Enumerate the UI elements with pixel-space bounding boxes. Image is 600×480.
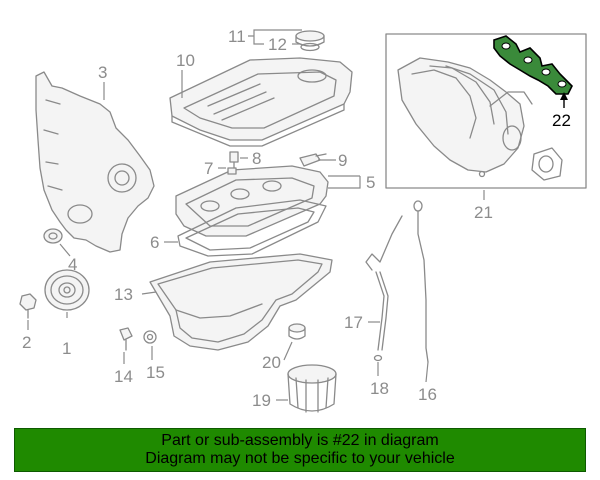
callout-2: 2: [22, 333, 31, 352]
callout-1: 1: [62, 339, 71, 358]
intake-manifold-box: [385, 33, 587, 189]
callout-15: 15: [146, 363, 165, 382]
callout-4: 4: [68, 255, 77, 274]
oil-filter-union-part[interactable]: [288, 323, 306, 340]
dipstick-part[interactable]: [413, 200, 429, 363]
seal-washer-part[interactable]: [229, 151, 239, 169]
callout-19: 19: [252, 391, 271, 410]
callout-18: 18: [370, 379, 389, 398]
intake-manifold-gasket-part[interactable]: [493, 35, 573, 95]
notice-line-part-number: Part or sub-assembly is #22 in diagram: [161, 432, 439, 449]
callout-11: 11: [228, 27, 246, 46]
callout-21: 21: [474, 203, 493, 222]
callout-10: 10: [176, 51, 195, 70]
dipstick-guide-part[interactable]: [365, 215, 403, 351]
drain-plug-part[interactable]: [119, 327, 133, 351]
cover-bolt-part[interactable]: [227, 167, 237, 175]
valve-cover-gasket-part[interactable]: [177, 199, 327, 257]
callout-9: 9: [338, 151, 347, 170]
callout-13: 13: [114, 285, 133, 304]
callout-17: 17: [344, 313, 363, 332]
leader-lines: [27, 29, 568, 401]
notice-banner: Part or sub-assembly is #22 in diagram D…: [14, 428, 586, 472]
engine-cover-part[interactable]: [169, 57, 353, 147]
oil-pan-part[interactable]: [149, 253, 333, 351]
callout-22-highlighted: 22: [552, 111, 571, 130]
callout-8: 8: [252, 149, 261, 168]
notice-line-disclaimer: Diagram may not be specific to your vehi…: [145, 450, 455, 467]
guide-o-ring-part[interactable]: [373, 354, 383, 362]
callout-5: 5: [366, 173, 375, 192]
callout-6: 6: [150, 233, 159, 252]
callout-16: 16: [418, 385, 437, 404]
oil-filler-cap-part[interactable]: [295, 30, 325, 47]
crankshaft-pulley-part[interactable]: [44, 269, 90, 311]
oil-filter-part[interactable]: [287, 364, 337, 413]
callout-20: 20: [262, 353, 281, 372]
filler-cap-gasket-part[interactable]: [300, 42, 320, 52]
oil-seal-part[interactable]: [43, 228, 63, 244]
engine-exploded-diagram: 3 10 11 12 4 1 2 6 7 8 9 5 13 14 15 20 1…: [19, 27, 587, 413]
callout-14: 14: [114, 367, 133, 386]
intake-manifold-part[interactable]: [397, 57, 563, 181]
callout-12: 12: [268, 35, 287, 54]
pulley-bolt-part[interactable]: [19, 293, 37, 319]
callout-7: 7: [204, 159, 213, 178]
drain-plug-gasket-part[interactable]: [143, 330, 157, 344]
callout-labels: 3 10 11 12 4 1 2 6 7 8 9 5 13 14 15 20 1…: [22, 27, 571, 410]
callout-3: 3: [98, 63, 107, 82]
timing-cover-part[interactable]: [35, 71, 155, 253]
